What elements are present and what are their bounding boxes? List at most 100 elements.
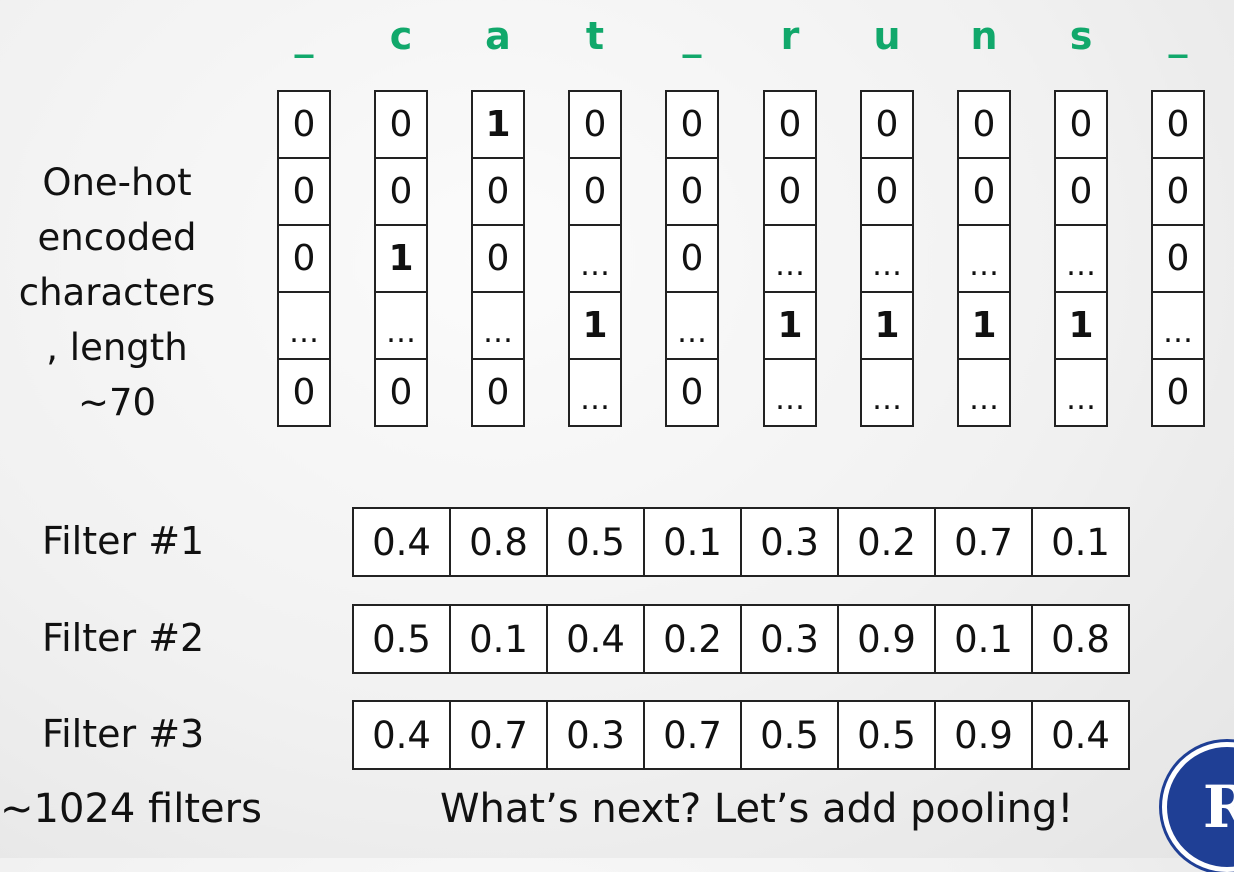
- matrix-cell: …: [860, 224, 914, 293]
- matrix-cell: …: [568, 358, 622, 427]
- matrix-cell: 0: [763, 90, 817, 159]
- matrix-cell: …: [1151, 291, 1205, 360]
- matrix-cell: 0: [1054, 157, 1108, 226]
- matrix-cell: 0: [957, 90, 1011, 159]
- filter-weight-cell: 0.5: [354, 606, 451, 672]
- side-label-line: , length: [46, 326, 188, 369]
- matrix-cell: 0: [277, 90, 331, 159]
- header-char: a: [485, 14, 511, 58]
- matrix-cell: 0: [374, 157, 428, 226]
- matrix-cell: …: [374, 291, 428, 360]
- matrix-cell: 0: [665, 224, 719, 293]
- filter-weight-cell: 0.5: [839, 702, 936, 768]
- matrix-cell: …: [957, 224, 1011, 293]
- filter-weight-cell: 0.8: [1051, 617, 1110, 661]
- one-hot-description: One-hot encoded characters , length ~70: [10, 155, 224, 430]
- filter-weight-cell: 0.9: [936, 702, 1033, 768]
- matrix-cell: 0: [1151, 224, 1205, 293]
- matrix-cell: …: [277, 291, 331, 360]
- matrix-cell: 0: [277, 224, 331, 293]
- header-char: u: [873, 14, 901, 58]
- filter-weight-cell: 0.7: [451, 702, 548, 768]
- matrix-cell: …: [471, 291, 525, 360]
- header-char: s: [1069, 14, 1093, 58]
- matrix-cell: 0: [568, 90, 622, 159]
- matrix-cell: 1: [1054, 291, 1108, 360]
- header-char: n: [970, 14, 998, 58]
- matrix-cell: 0: [471, 157, 525, 226]
- filter-weight-cell: 0.2: [839, 509, 936, 575]
- matrix-cell: 1: [568, 291, 622, 360]
- university-logo-icon: R: [1162, 742, 1234, 872]
- side-label-line: One-hot: [42, 161, 192, 204]
- filter-weight-cell: 0.1: [1051, 520, 1110, 564]
- filter-weight-cell: 0.5: [742, 702, 839, 768]
- filter-label: Filter #3: [42, 712, 205, 756]
- matrix-cell: 0: [374, 90, 428, 159]
- header-char: c: [389, 14, 413, 58]
- matrix-cell: 0: [1151, 358, 1205, 427]
- matrix-cell: 1: [763, 291, 817, 360]
- matrix-cell: 0: [665, 157, 719, 226]
- matrix-cell: 0: [860, 90, 914, 159]
- filter-weight-cell: 0.3: [742, 606, 839, 672]
- matrix-cell: …: [1054, 224, 1108, 293]
- side-label-line: encoded: [37, 216, 197, 259]
- matrix-cell: …: [763, 224, 817, 293]
- header-char: _: [294, 14, 314, 58]
- matrix-cell: 0: [665, 90, 719, 159]
- filter-weight-cell: 0.4: [354, 702, 451, 768]
- matrix-cell: …: [1054, 358, 1108, 427]
- matrix-cell: …: [665, 291, 719, 360]
- matrix-cell: 0: [860, 157, 914, 226]
- matrix-cell: 0: [763, 157, 817, 226]
- filter-weight-cell: 0.1: [936, 606, 1033, 672]
- filter-weight-cell: 0.1: [645, 509, 742, 575]
- filter-weight-cell: 0.3: [742, 509, 839, 575]
- filter-count-label: ~1024 filters: [0, 786, 262, 832]
- filter-weight-cell: 0.4: [548, 606, 645, 672]
- side-label-line: characters: [18, 271, 216, 314]
- filter-weight-cell: 0.7: [936, 509, 1033, 575]
- filter-weight-cell: 0.7: [645, 702, 742, 768]
- matrix-cell: 0: [277, 157, 331, 226]
- matrix-cell: 1: [471, 90, 525, 159]
- filter-label: Filter #2: [42, 616, 205, 660]
- svg-text:R: R: [1203, 773, 1234, 841]
- filter-weight-cell: 0.3: [548, 702, 645, 768]
- matrix-cell: 1: [374, 224, 428, 293]
- matrix-cell: 1: [860, 291, 914, 360]
- matrix-cell: 0: [471, 224, 525, 293]
- matrix-cell: 0: [1054, 90, 1108, 159]
- slide-caption: What’s next? Let’s add pooling!: [440, 786, 1074, 832]
- matrix-cell: 0: [665, 358, 719, 427]
- matrix-cell: 1: [957, 291, 1011, 360]
- header-char: t: [585, 14, 605, 58]
- header-char: _: [1168, 14, 1188, 58]
- matrix-cell: 0: [471, 358, 525, 427]
- header-char: _: [682, 14, 702, 58]
- matrix-cell: …: [568, 224, 622, 293]
- matrix-cell: 0: [568, 157, 622, 226]
- filter-weight-cell: 0.5: [548, 509, 645, 575]
- filter-weight-cell: 0.4: [354, 509, 451, 575]
- matrix-cell: 0: [277, 358, 331, 427]
- matrix-cell: 0: [1151, 157, 1205, 226]
- side-label-line: ~70: [77, 381, 157, 424]
- filter-weight-cell: 0.8: [451, 509, 548, 575]
- filter-label: Filter #1: [42, 519, 205, 563]
- matrix-cell: 0: [1151, 90, 1205, 159]
